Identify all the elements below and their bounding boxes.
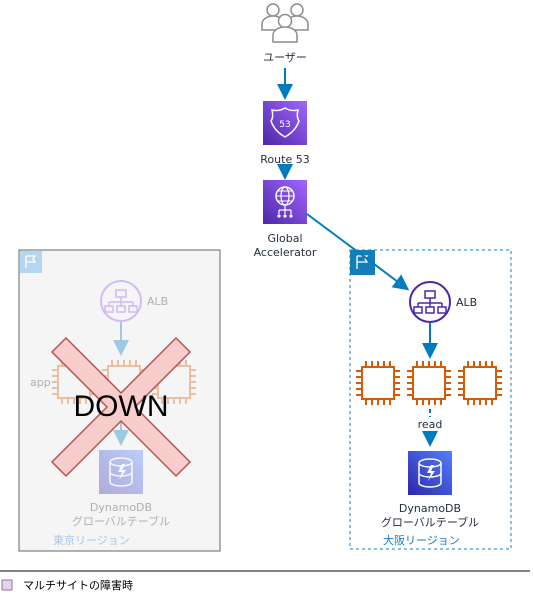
- tokyo-alb-label: ALB: [147, 295, 168, 308]
- osaka-region: 大阪リージョン ALB read: [349, 249, 512, 550]
- global-accelerator-icon: [263, 180, 307, 224]
- tokyo-dynamodb-label-2: グローバルテーブル: [72, 514, 170, 528]
- users-label: ユーザー: [263, 51, 307, 64]
- osaka-dynamodb-label-2: グローバルテーブル: [381, 515, 479, 529]
- tokyo-dynamodb-icon: [99, 450, 143, 494]
- osaka-region-label: 大阪リージョン: [383, 533, 460, 547]
- osaka-dynamodb-label-1: DynamoDB: [399, 502, 461, 515]
- osaka-alb-icon: [409, 281, 451, 323]
- osaka-ec2-instances: [356, 361, 502, 405]
- route53-label: Route 53: [260, 153, 309, 166]
- global-accelerator-label-1: Global: [267, 232, 302, 245]
- tokyo-region-label: 東京リージョン: [53, 533, 130, 547]
- down-status-label: DOWN: [74, 390, 169, 423]
- users-icon: [261, 3, 309, 43]
- route53-badge: 53: [279, 120, 290, 130]
- legend-swatch: [1, 579, 13, 591]
- osaka-dynamodb-icon: [408, 451, 452, 495]
- osaka-read-label: read: [418, 418, 443, 431]
- tokyo-app-label: app: [30, 376, 51, 389]
- tokyo-alb-icon: [100, 280, 142, 322]
- legend-text: マルチサイトの障害時: [23, 578, 133, 592]
- global-accelerator-label-2: Accelerator: [254, 246, 317, 259]
- tokyo-dynamodb-label-1: DynamoDB: [90, 501, 152, 514]
- tokyo-region: 東京リージョン ALB app: [18, 249, 221, 552]
- route53-icon: 53: [263, 101, 307, 145]
- down-x-mark: [50, 336, 192, 478]
- osaka-alb-label: ALB: [456, 296, 477, 309]
